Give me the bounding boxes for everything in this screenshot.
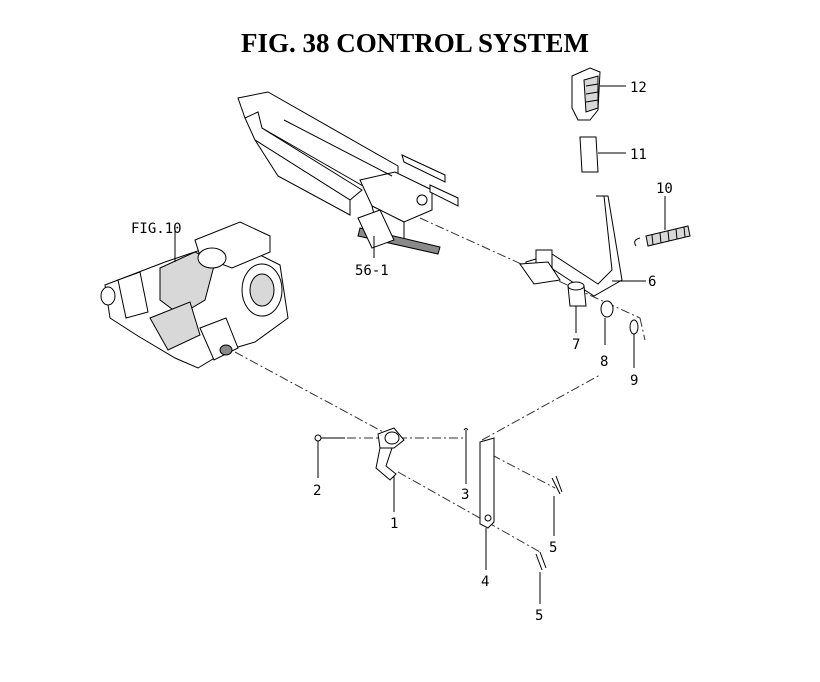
hitch-housing-assembly	[100, 221, 289, 369]
callout-7: 7	[572, 337, 580, 353]
callout-9: 9	[630, 373, 638, 389]
callout-10: 10	[656, 181, 673, 197]
clevis-pin	[314, 434, 345, 442]
split-pin	[463, 428, 469, 446]
figure-reference-label: FIG.10	[131, 221, 182, 237]
lift-arm	[375, 427, 405, 481]
snap-ring	[629, 319, 639, 335]
leader-lines	[174, 85, 666, 604]
callout-11: 11	[630, 147, 647, 163]
callout-8: 8	[600, 354, 608, 370]
figure-title: FIG. 38 CONTROL SYSTEM	[240, 28, 590, 58]
connecting-rod	[479, 437, 495, 529]
callout-5: 5	[549, 540, 557, 556]
callout-4: 4	[481, 574, 489, 590]
callout-6: 6	[648, 274, 656, 290]
lever-knob	[571, 67, 601, 121]
alignment-lines	[234, 217, 646, 553]
control-lever	[519, 195, 623, 297]
callout-1: 1	[390, 516, 398, 532]
callout-12: 12	[630, 80, 647, 96]
tension-spring	[634, 225, 691, 247]
callout-2: 2	[313, 483, 321, 499]
flat-washer	[600, 300, 614, 318]
spring-pin	[551, 475, 563, 495]
subassembly-reference-label: 56-1	[355, 263, 389, 279]
lever-bushing	[567, 281, 587, 307]
callout-3: 3	[461, 487, 469, 503]
lever-grip	[579, 136, 599, 173]
frame-bracket-56-1	[237, 91, 459, 255]
callout-5: 5	[535, 608, 543, 624]
spring-pin	[535, 551, 547, 571]
